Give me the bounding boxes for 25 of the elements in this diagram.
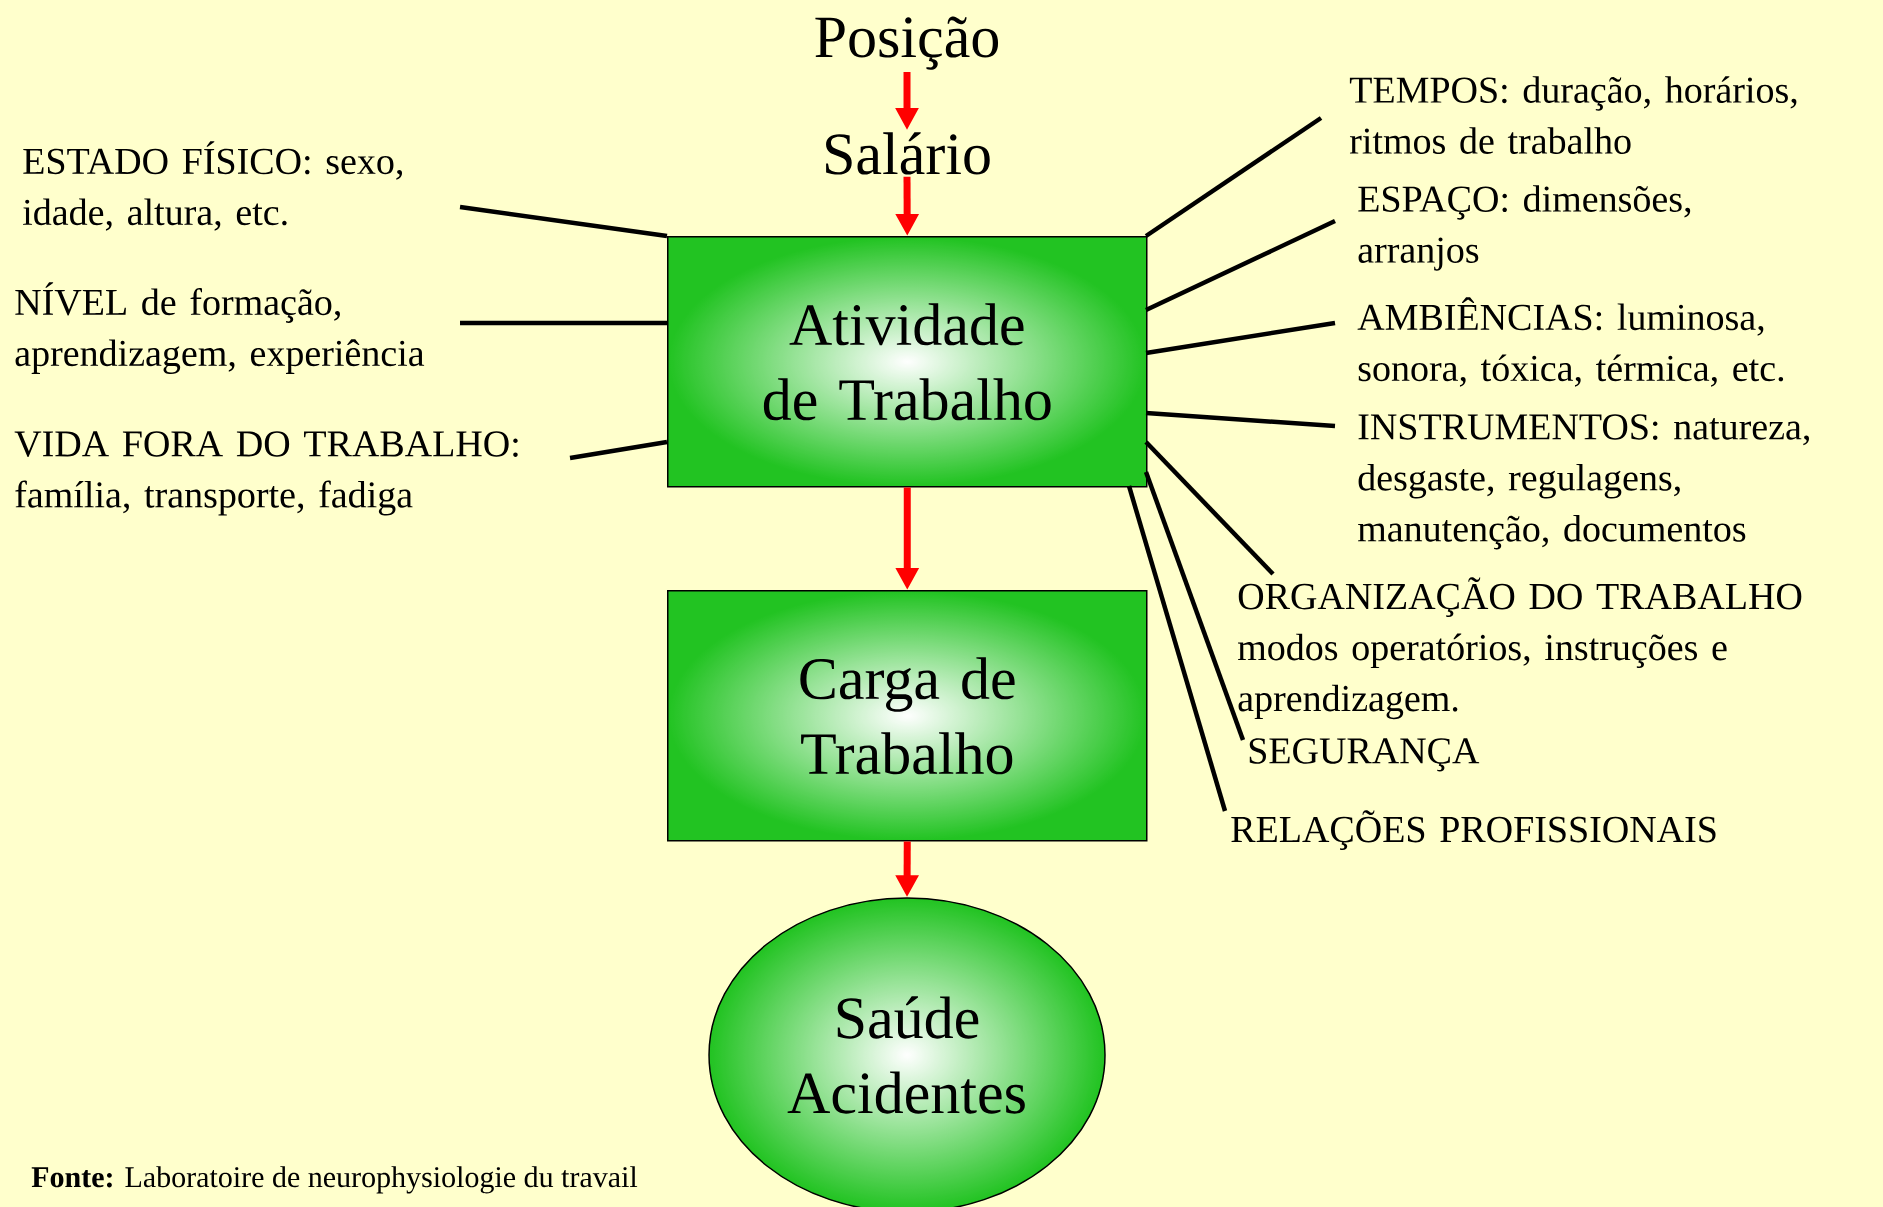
title-text: Salário: [826, 132, 990, 175]
factor-text: INSTRUMENTOS: natureza, desgaste, regulagens, manutenção, documentos: [1358, 414, 1809, 550]
source-note: Fonte: Laboratoire de neurophysiologie du travail: [31, 1166, 638, 1194]
connector-line: [1144, 440, 1275, 576]
connector-line: [1145, 218, 1336, 313]
connector-line: [1145, 320, 1336, 356]
process-box: Carga de Trabalho: [667, 590, 1148, 842]
title-text: Posição: [815, 16, 999, 70]
factor-text: ESTADO FÍSICO: sexo, idade, altura, etc.: [23, 141, 402, 231]
factor-text: RELAÇÕES PROFISSIONAIS: [1231, 810, 1716, 851]
factor-text: TEMPOS: duração, horários, ritmos de trabalho: [1349, 76, 1797, 154]
connector-line: [569, 439, 668, 461]
connector-line: [1144, 116, 1323, 238]
connector-line: [1126, 485, 1228, 812]
connector-line: [460, 320, 667, 326]
factor-text: NÍVEL de formação, aprendizagem, experiência: [15, 282, 425, 374]
connector-line: [459, 204, 668, 239]
factor-text: AMBIÊNCIAS: luminosa, sonora, tóxica, térmica, etc.: [1357, 297, 1784, 387]
connector-line: [1145, 410, 1336, 429]
factor-text: SEGURANÇA: [1249, 738, 1480, 772]
connector-line: [1143, 471, 1246, 741]
factor-text: ESPAÇO: dimensões, arranjos: [1358, 185, 1691, 271]
process-box: Atividade de Trabalho: [667, 236, 1148, 488]
factor-text: ORGANIZAÇÃO DO TRABALHO modos operatórios, instruções e aprendizagem.: [1238, 577, 1802, 720]
factor-text: VIDA FORA DO TRABALHO: família, transporte, fadiga: [14, 431, 518, 516]
